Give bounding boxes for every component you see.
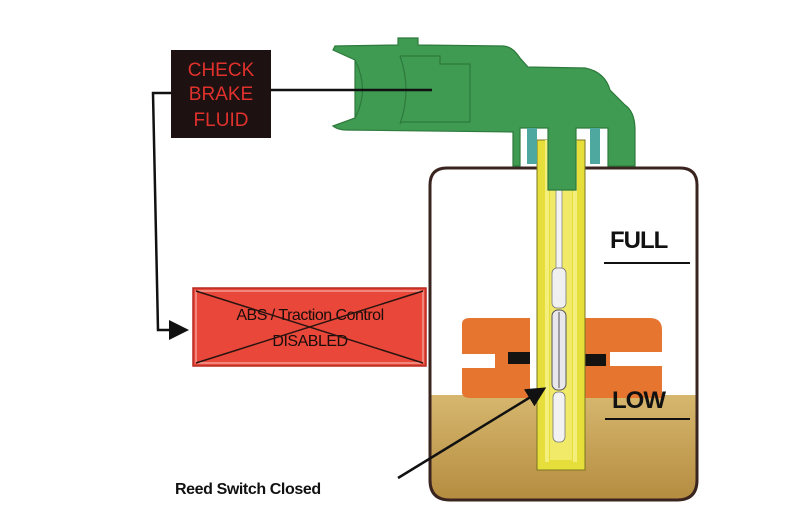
- lamp-to-abs-arrow: [151, 91, 189, 340]
- low-label: LOW: [612, 387, 666, 414]
- reed-switch-caption: Reed Switch Closed: [175, 481, 321, 498]
- abs-line-2: DISABLED: [272, 333, 347, 350]
- connector-housing: [331, 37, 636, 191]
- lamp-line-1: CHECK: [188, 60, 255, 81]
- float-magnet: [462, 318, 662, 398]
- lamp-line-2: BRAKE: [189, 84, 253, 105]
- reed-switch: [551, 137, 567, 443]
- check-brake-fluid-lamp: CHECK BRAKE FLUID: [171, 50, 271, 138]
- abs-line-1: ABS / Traction Control: [236, 307, 383, 324]
- full-label: FULL: [610, 227, 668, 254]
- cross-out-line-2: [195, 290, 424, 364]
- lamp-line-3: FLUID: [194, 110, 249, 131]
- reed-switch-callout-arrow: [397, 387, 547, 480]
- abs-traction-disabled-message: ABS / Traction Control DISABLED: [192, 287, 427, 367]
